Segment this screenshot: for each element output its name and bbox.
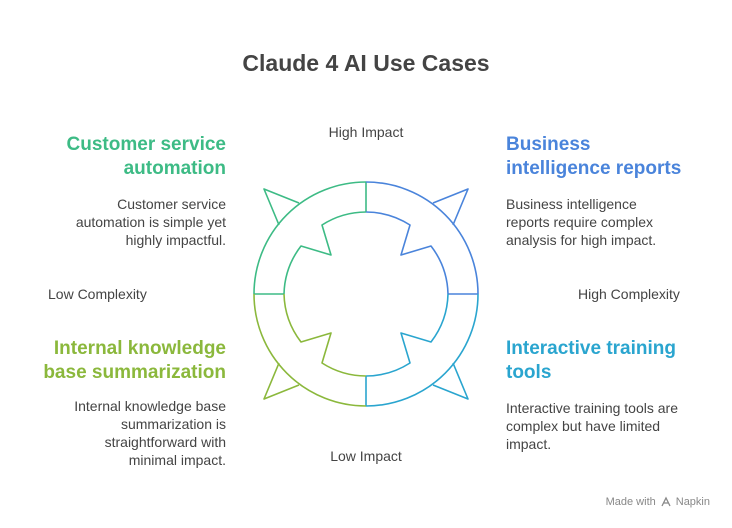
napkin-brand-label: Napkin: [675, 496, 710, 508]
quadrant-title-internal-knowledge: Internal knowledge base summarization: [43, 338, 226, 383]
made-with-napkin-badge[interactable]: Made with Napkin: [606, 496, 710, 508]
axis-label-low-impact: Low Impact: [330, 448, 402, 464]
axis-label-high-impact: High Impact: [328, 124, 404, 140]
quadrant-shape-top-right: [365, 181, 479, 295]
quadrant-title-interactive-training: Interactive training tools: [506, 338, 676, 383]
quadrant-description-interactive-training: Interactive training tools are complex b…: [506, 400, 678, 452]
quadrant-shape-bottom-left: [253, 293, 367, 407]
axis-label-high-complexity: High Complexity: [578, 286, 680, 302]
made-with-label: Made with: [605, 496, 656, 508]
quadrant-shape-top-left: [253, 181, 367, 295]
quadrant-description-business-intelligence: Business intelligence reports require co…: [506, 196, 657, 248]
quadrant-shape-bottom-right: [365, 293, 479, 407]
quadrant-description-customer-service: Customer service automation is simple ye…: [75, 196, 226, 248]
page-title: Claude 4 AI Use Cases: [242, 50, 490, 76]
quadrant-title-customer-service: Customer service automation: [66, 134, 226, 179]
napkin-logo-icon: [661, 496, 671, 507]
quadrant-title-business-intelligence: Business intelligence reports: [506, 134, 682, 179]
axis-label-low-complexity: Low Complexity: [48, 286, 147, 302]
quadrant-description-internal-knowledge: Internal knowledge base summarization is…: [74, 398, 226, 468]
